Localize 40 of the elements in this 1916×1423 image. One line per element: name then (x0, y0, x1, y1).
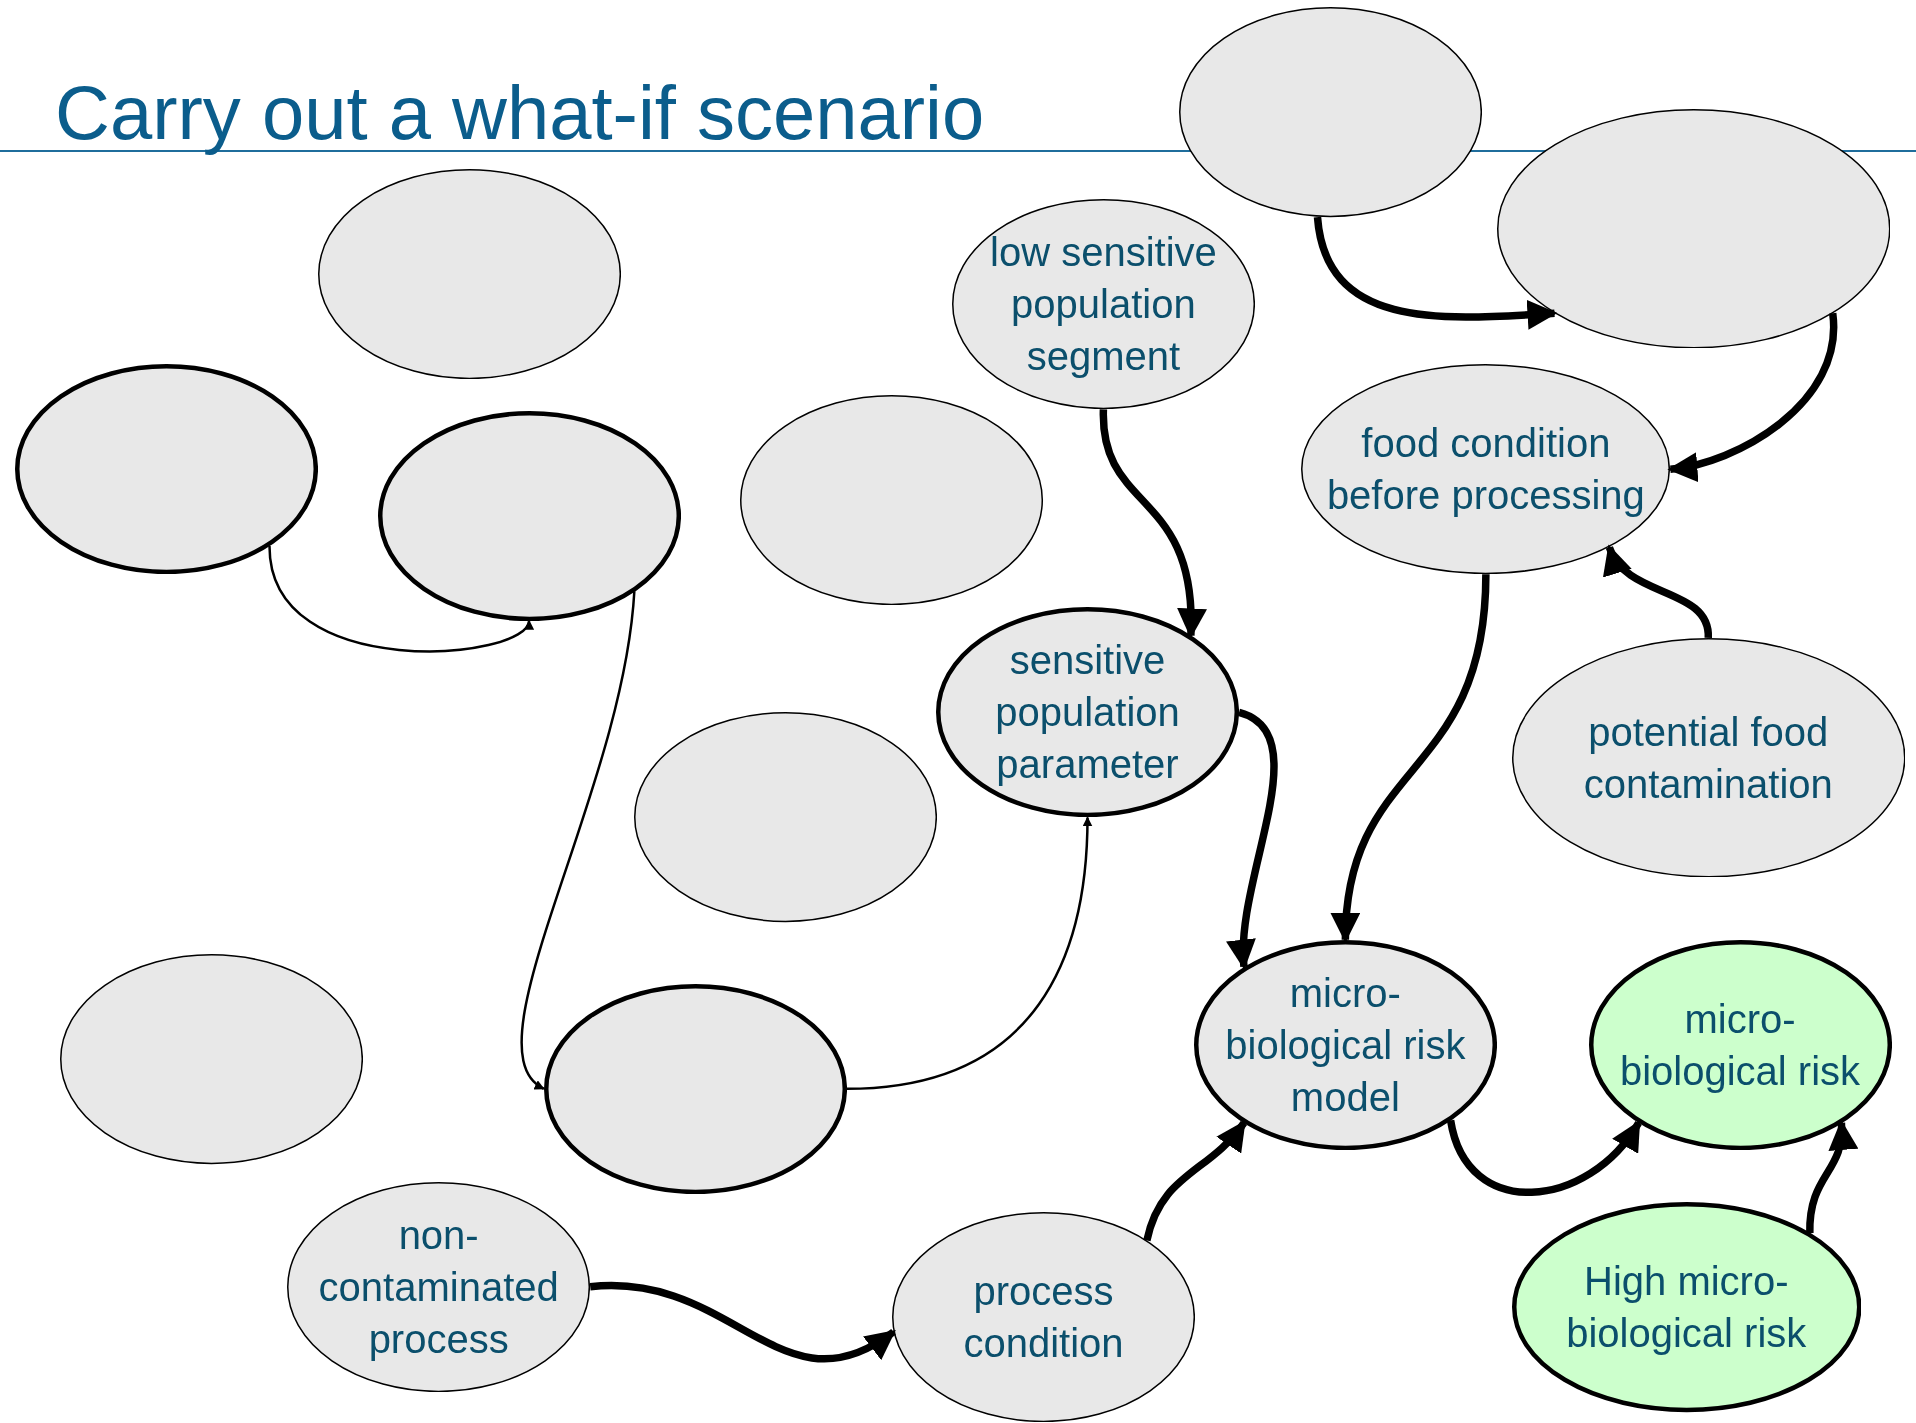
curved-arrow (1806, 1119, 1857, 1234)
ellipse-node (1179, 7, 1483, 218)
node-label: food condition before processing (1325, 420, 1646, 520)
ellipse-node (377, 410, 681, 621)
curved-arrow (846, 816, 1093, 1090)
ellipse-node (287, 1181, 591, 1392)
ellipse-node (1588, 939, 1892, 1150)
ellipse-node (317, 168, 621, 379)
node-label: micro-biological risk model (1224, 969, 1467, 1121)
node-label: micro-biological risk (1618, 995, 1862, 1095)
curved-arrow (1099, 409, 1206, 639)
curved-arrow (520, 591, 636, 1090)
curved-arrow (590, 1282, 897, 1363)
node-label: sensitive population parameter (994, 637, 1181, 789)
ellipse-node (892, 1212, 1196, 1423)
curved-arrow (268, 545, 531, 653)
ellipse-node (1301, 364, 1671, 575)
curved-arrow (1228, 709, 1278, 970)
ellipse-node (936, 607, 1240, 818)
node-label: High micro-biological risk (1565, 1258, 1808, 1358)
curved-arrow (1143, 1120, 1247, 1242)
ellipse-node (951, 199, 1255, 410)
ellipse-node (59, 954, 363, 1165)
node-label: process condition (962, 1268, 1125, 1368)
curved-arrow (1447, 1119, 1642, 1196)
ellipse-node (14, 364, 318, 575)
node-label: low sensitive population segment (989, 229, 1218, 381)
node-label: non-contaminated process (317, 1211, 560, 1363)
curved-arrow (1313, 216, 1558, 330)
ellipse-node (1511, 1202, 1861, 1413)
curved-arrow (1332, 574, 1490, 943)
ellipse-node (634, 712, 938, 923)
ellipse-node (1496, 108, 1891, 349)
ellipse-node (543, 983, 847, 1194)
curved-arrow (1667, 313, 1838, 481)
ellipse-node (1193, 939, 1497, 1150)
node-label: potential food contamination (1582, 708, 1834, 808)
ellipse-node (1511, 637, 1905, 878)
ellipse-node (740, 394, 1044, 605)
title: Carry out a what-if scenario (55, 69, 985, 157)
